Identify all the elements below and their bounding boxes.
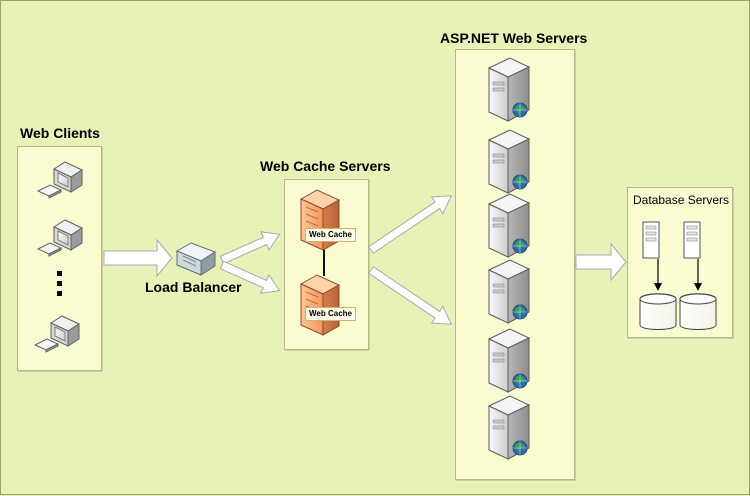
web-cache-label-top: Web Cache: [305, 228, 356, 242]
cache-to-web-servers-arrow-bottom: [368, 265, 453, 325]
web-clients-panel: [17, 146, 102, 371]
client-to-load-balancer-arrow: [103, 238, 173, 278]
cache-to-web-servers-arrow-top: [368, 195, 453, 255]
load-balancer-to-cache-arrow-top: [219, 231, 281, 265]
web-servers-to-database-arrow: [575, 242, 627, 282]
web-cache-label-bottom: Web Cache: [305, 307, 356, 321]
asp-net-web-servers-label: ASP.NET Web Servers: [440, 30, 588, 46]
asp-net-web-servers-panel: [455, 49, 575, 480]
database-servers-panel: [627, 187, 733, 338]
database-servers-label: Database Servers: [633, 193, 730, 207]
web-cache-servers-label: Web Cache Servers: [260, 158, 391, 174]
web-clients-label: Web Clients: [20, 125, 100, 141]
load-balancer-label: Load Balancer: [145, 279, 242, 295]
load-balancer-icon: [175, 242, 217, 276]
web-cache-servers-panel: [284, 179, 369, 350]
